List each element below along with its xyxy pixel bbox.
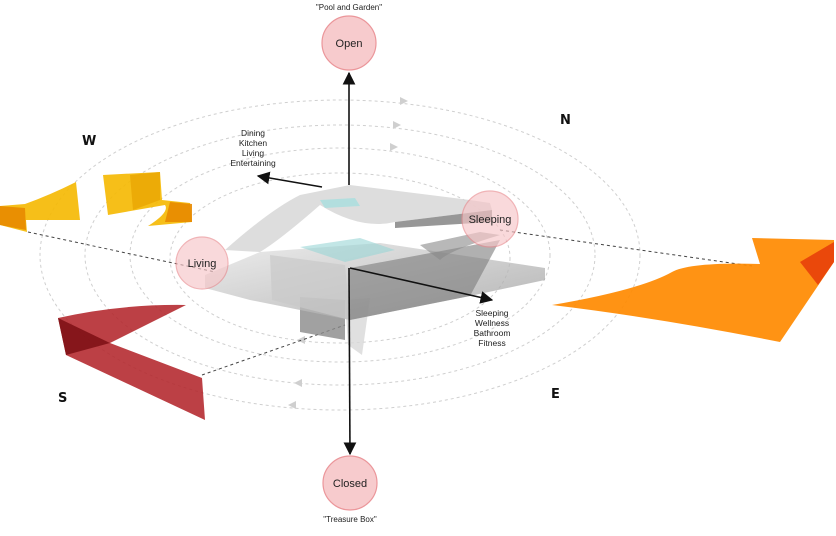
orbit-arrow-icon	[393, 121, 401, 129]
node-open: Open	[321, 15, 377, 71]
orbit-arrow-icon	[400, 97, 408, 105]
south-landscape-shape	[58, 304, 205, 420]
direction-north: N	[560, 113, 571, 128]
function-label: Wellness	[475, 318, 509, 328]
orbit-ring	[129, 147, 551, 363]
upper-level-functions: Dining Kitchen Living Entertaining	[230, 128, 276, 168]
function-label: Living	[242, 148, 264, 158]
orbit-ring	[39, 99, 641, 411]
orbit-rings	[39, 99, 641, 411]
function-label: Sleeping	[475, 308, 508, 318]
function-label: Kitchen	[239, 138, 268, 148]
direction-south: S	[58, 391, 67, 406]
lower-level-functions: Sleeping Wellness Bathroom Fitness	[474, 308, 511, 348]
node-label: Closed	[333, 478, 367, 490]
function-label: Bathroom	[474, 328, 511, 338]
orbit-ring	[169, 172, 511, 344]
node-label: Living	[188, 258, 217, 270]
orbit-arrow-icon	[297, 336, 305, 344]
node-closed: Closed	[322, 455, 378, 511]
function-label: Entertaining	[230, 158, 276, 168]
top-caption: "Pool and Garden"	[316, 3, 382, 12]
closed-axis-arrow	[343, 267, 357, 456]
node-living: Living	[175, 236, 229, 290]
east-landscape-shape	[552, 238, 834, 342]
lower-level-arrow	[349, 267, 494, 304]
orbit-ring	[84, 124, 596, 386]
node-label: Sleeping	[469, 214, 512, 226]
orbit-arrow-icon	[294, 379, 302, 387]
orbit-arrow-icon	[288, 401, 296, 409]
bottom-caption: "Treasure Box"	[323, 515, 377, 524]
orbit-arrow-icon	[390, 143, 398, 151]
orbit-arrow-icons	[288, 97, 408, 409]
direction-west: W	[82, 134, 96, 149]
direction-east: E	[551, 387, 560, 402]
function-label: Dining	[241, 128, 265, 138]
upper-level-arrow	[256, 171, 323, 188]
west-landscape-shape	[0, 172, 192, 232]
arrows	[256, 71, 494, 456]
node-sleeping: Sleeping	[461, 190, 519, 248]
node-label: Open	[336, 38, 363, 50]
function-label: Fitness	[478, 338, 505, 348]
